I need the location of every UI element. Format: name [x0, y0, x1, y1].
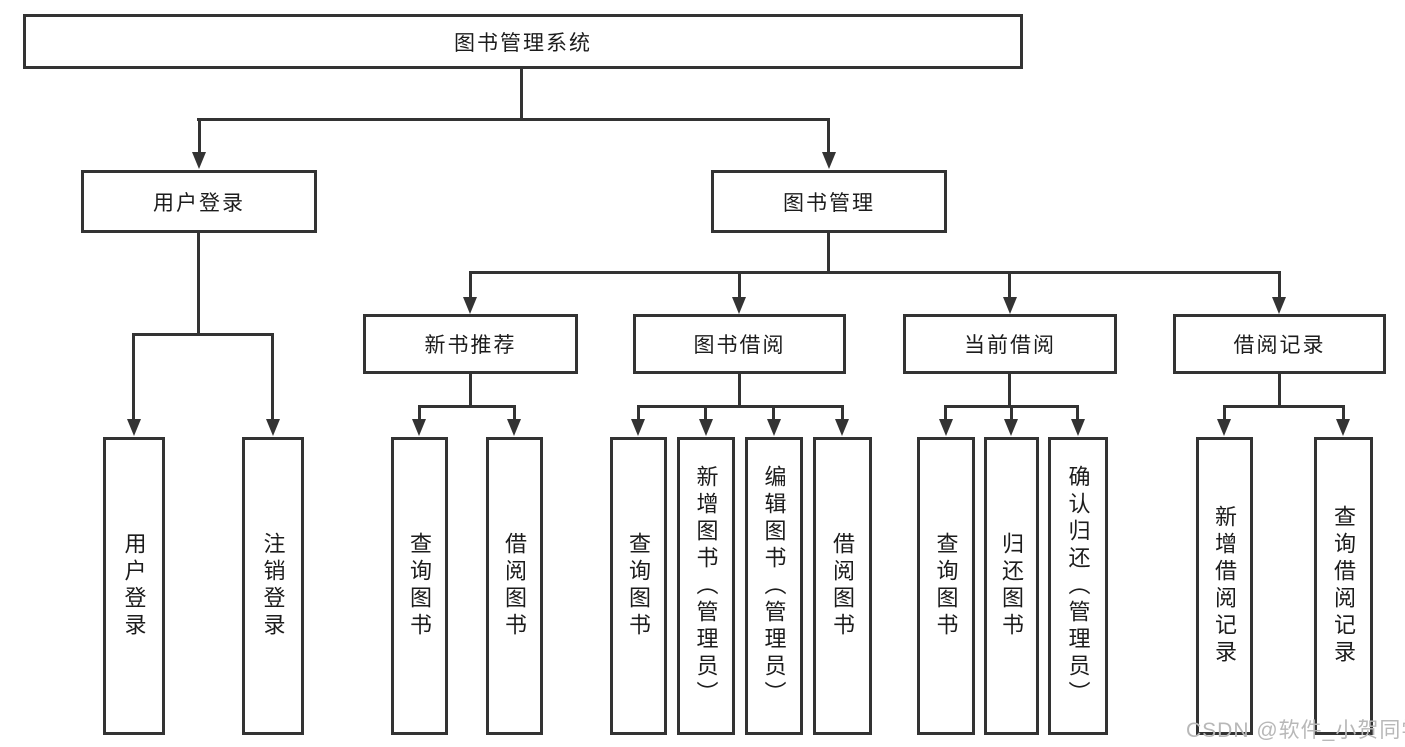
node-book-management: 图书管理 [711, 170, 947, 233]
connector-line [1223, 405, 1345, 408]
connector-line [1010, 405, 1013, 421]
connector-line [197, 233, 200, 335]
arrowhead-down [507, 419, 521, 436]
connector-line [418, 405, 421, 421]
connector-line [738, 374, 741, 408]
connector-line [637, 405, 640, 421]
connector-line [827, 233, 830, 274]
connector-line [469, 271, 1281, 274]
arrowhead-down [835, 419, 849, 436]
connector-line [1008, 271, 1011, 299]
node-current-borrow: 当前借阅 [903, 314, 1117, 374]
connector-line [1342, 405, 1345, 421]
arrowhead-down [463, 297, 477, 314]
arrowhead-down [192, 152, 206, 169]
leaf-label: 新增借阅记录 [1212, 505, 1238, 667]
arrowhead-down [266, 419, 280, 436]
leaf-confirm-return-admin: 确认归还（管理员） [1048, 437, 1108, 735]
connector-line [772, 405, 775, 421]
arrowhead-down [699, 419, 713, 436]
node-user-login: 用户登录 [81, 170, 317, 233]
leaf-label: 新增图书（管理员） [693, 464, 719, 708]
arrowhead-down [939, 419, 953, 436]
leaf-label: 查询图书 [933, 532, 959, 640]
connector-line [271, 333, 274, 421]
leaf-label: 借阅图书 [830, 532, 856, 640]
leaf-query-books-current: 查询图书 [917, 437, 975, 735]
connector-line [1008, 374, 1011, 408]
arrowhead-down [1336, 419, 1350, 436]
arrowhead-down [127, 419, 141, 436]
connector-line [197, 118, 830, 121]
connector-line [520, 69, 523, 121]
arrowhead-down [1071, 419, 1085, 436]
leaf-label: 查询借阅记录 [1331, 505, 1357, 667]
node-new-book-recommend: 新书推荐 [363, 314, 578, 374]
connector-line [841, 405, 844, 421]
arrowhead-down [822, 152, 836, 169]
leaf-query-books-borrow: 查询图书 [610, 437, 667, 735]
arrowhead-down [412, 419, 426, 436]
connector-line [132, 333, 135, 421]
connector-line [469, 271, 472, 299]
arrowhead-down [767, 419, 781, 436]
node-book-borrow: 图书借阅 [633, 314, 846, 374]
leaf-label: 查询图书 [626, 532, 652, 640]
leaf-label: 用户登录 [121, 532, 147, 640]
connector-line [513, 405, 516, 421]
leaf-label: 编辑图书（管理员） [761, 464, 787, 708]
leaf-edit-book-admin: 编辑图书（管理员） [745, 437, 803, 735]
connector-line [418, 405, 516, 408]
connector-line [1076, 405, 1079, 421]
node-borrow-records: 借阅记录 [1173, 314, 1386, 374]
arrowhead-down [732, 297, 746, 314]
connector-line [944, 405, 947, 421]
arrowhead-down [631, 419, 645, 436]
connector-line [469, 374, 472, 408]
leaf-label: 确认归还（管理员） [1065, 464, 1091, 708]
arrowhead-down [1272, 297, 1286, 314]
connector-line [132, 333, 274, 336]
connector-line [637, 405, 844, 408]
leaf-borrow-books: 借阅图书 [813, 437, 872, 735]
leaf-borrow-books-recommend: 借阅图书 [486, 437, 543, 735]
leaf-add-book-admin: 新增图书（管理员） [677, 437, 735, 735]
connector-line [827, 118, 830, 156]
leaf-label: 注销登录 [260, 532, 286, 640]
csdn-watermark: CSDN @软件_小贺同学 [1186, 719, 1405, 742]
connector-line [198, 118, 201, 156]
connector-line [704, 405, 707, 421]
leaf-logout: 注销登录 [242, 437, 304, 735]
node-library-management-system: 图书管理系统 [23, 14, 1023, 69]
leaf-return-book: 归还图书 [984, 437, 1039, 735]
leaf-query-borrow-record: 查询借阅记录 [1314, 437, 1373, 735]
leaf-add-borrow-record: 新增借阅记录 [1196, 437, 1253, 735]
connector-line [1278, 271, 1281, 299]
arrowhead-down [1003, 297, 1017, 314]
leaf-label: 归还图书 [999, 532, 1025, 640]
leaf-label: 查询图书 [407, 532, 433, 640]
arrowhead-down [1004, 419, 1018, 436]
arrowhead-down [1217, 419, 1231, 436]
leaf-label: 借阅图书 [502, 532, 528, 640]
connector-line [1278, 374, 1281, 408]
leaf-user-login: 用户登录 [103, 437, 165, 735]
connector-line [1223, 405, 1226, 421]
connector-line [738, 271, 741, 299]
leaf-query-books-recommend: 查询图书 [391, 437, 448, 735]
